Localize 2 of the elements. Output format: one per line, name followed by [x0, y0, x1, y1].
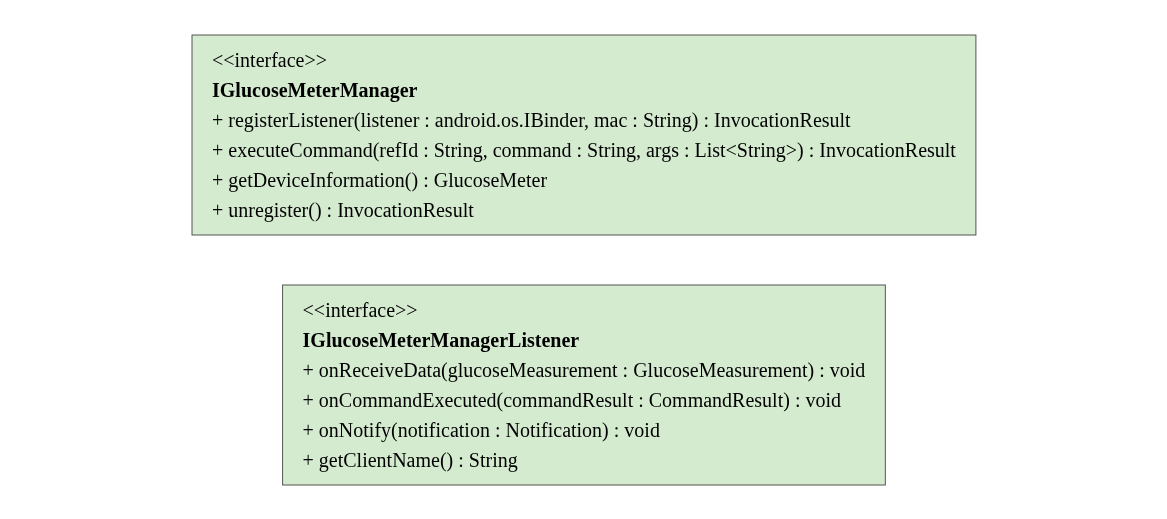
node-box: <<interface>> IGlucoseMeterManager + registerListener(listener : android.os.IBinder, mac : String) : InvocationResult + executeCommand(refId : String, command : String, args : List<String>) : InvocationResult + getDeviceInformation() : GlucoseMeter + unregister() : InvocationResult	[191, 34, 976, 235]
node-box: <<interface>> IGlucoseMeterManagerListener + onReceiveData(glucoseMeasurement : GlucoseMeasurement) : void + onCommandExecuted(commandResult : CommandResult) : void + onNotify(notification : Notification) : void + getClientName() : String	[281, 284, 886, 485]
